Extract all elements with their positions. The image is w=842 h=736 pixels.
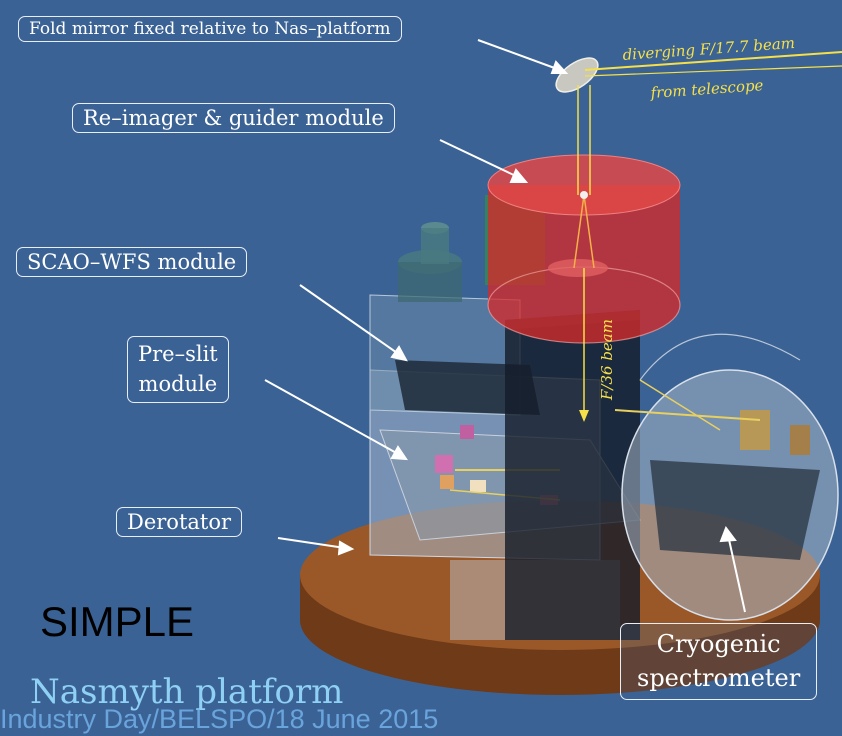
cryogenic-spectrometer-dome: [614, 333, 839, 621]
fold-mirror: [555, 57, 599, 93]
reimager-label: Re–imager & guider module: [72, 103, 395, 133]
footer-text: Industry Day/BELSPO/18 June 2015: [0, 704, 439, 734]
simple-title: SIMPLE: [40, 598, 195, 645]
central-column: [505, 310, 640, 640]
preslit-label-line2: module: [138, 372, 218, 397]
optical-beam: [573, 51, 842, 422]
scao-wfs-label: SCAO–WFS module: [16, 247, 248, 277]
preslit-label: Pre–slit module: [127, 336, 229, 403]
cryogenic-label-line1: Cryogenic: [656, 630, 781, 658]
pointer-arrows: [264, 39, 746, 613]
cryogenic-label-line2: spectrometer: [637, 663, 801, 692]
preslit-label-line1: Pre–slit: [138, 342, 218, 366]
fold-mirror-label: Fold mirror fixed relative to Nas–platfo…: [18, 16, 402, 42]
beam-note-f36: F/36 beam: [598, 319, 616, 400]
nasmyth-platform-label: Nasmyth platform: [30, 672, 344, 712]
derotator-label: Derotator: [116, 507, 243, 537]
cryogenic-spectrometer-label: Cryogenic spectrometer: [620, 623, 818, 701]
